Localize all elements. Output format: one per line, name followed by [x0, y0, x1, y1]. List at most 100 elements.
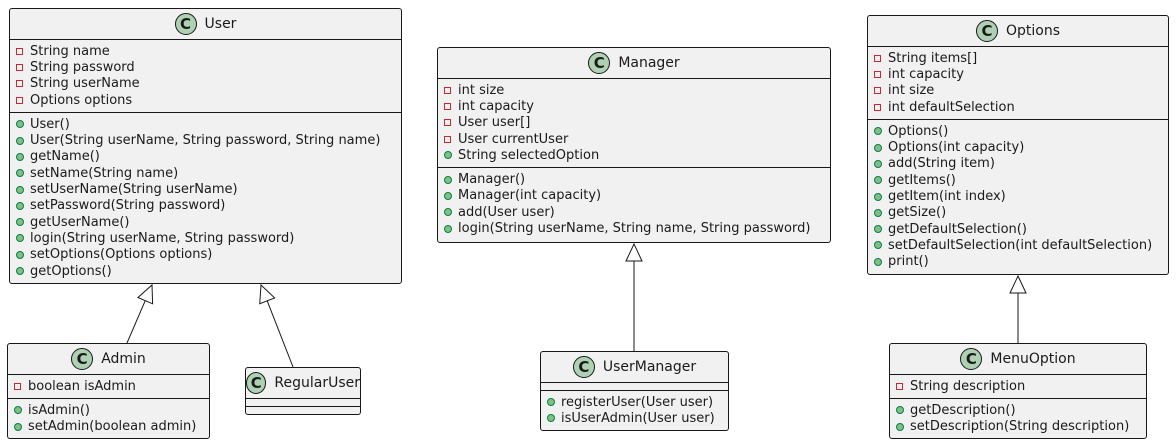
class-stereotype-icon: C: [71, 348, 94, 370]
private-visibility-icon: [874, 87, 888, 95]
field-text: int size: [458, 82, 505, 98]
method-text: login(String userName, String password): [30, 230, 295, 246]
class-field: boolean isAdmin: [8, 378, 209, 394]
class-stereotype-icon: C: [246, 372, 267, 394]
private-visibility-icon: [16, 63, 30, 71]
class-fields-section: [541, 383, 728, 391]
field-text: int capacity: [888, 66, 964, 82]
public-visibility-icon: [547, 414, 561, 423]
inheritance-arrowhead: [1009, 274, 1027, 294]
field-text: String userName: [30, 76, 140, 92]
method-text: setDescription(String description): [910, 419, 1130, 435]
class-method: Manager(): [438, 171, 830, 187]
field-text: int size: [888, 83, 935, 99]
class-method: add(User user): [438, 204, 830, 220]
public-visibility-icon: [16, 169, 30, 178]
method-text: Manager(int capacity): [458, 188, 602, 204]
public-visibility-icon: [444, 151, 458, 160]
class-method: Options(): [868, 123, 1168, 139]
class-field: String userName: [10, 76, 401, 92]
class-methods-section: Options()Options(int capacity)add(String…: [868, 120, 1168, 274]
class-method: registerUser(User user): [541, 394, 728, 410]
public-visibility-icon: [14, 406, 28, 415]
private-visibility-icon: [874, 70, 888, 78]
public-visibility-icon: [16, 136, 30, 145]
public-visibility-icon: [874, 127, 888, 136]
class-method: getDescription(): [890, 402, 1146, 418]
class-method: login(String userName, String name, Stri…: [438, 220, 830, 236]
class-method: getItem(int index): [868, 188, 1168, 204]
field-text: User currentUser: [458, 131, 569, 147]
class-method: add(String item): [868, 156, 1168, 172]
method-text: getItems(): [888, 172, 956, 188]
class-field: String password: [10, 59, 401, 75]
inheritance-line: [126, 300, 146, 344]
field-text: Options options: [30, 92, 133, 108]
class-name: User: [204, 16, 237, 32]
class-fields-section: [246, 399, 360, 407]
field-text: String items[]: [888, 50, 978, 66]
method-text: setPassword(String password): [30, 198, 226, 214]
class-method: print(): [868, 254, 1168, 270]
class-method: Manager(int capacity): [438, 188, 830, 204]
private-visibility-icon: [444, 119, 458, 127]
class-stereotype-icon: C: [572, 356, 595, 378]
method-text: setOptions(Options options): [30, 247, 213, 263]
public-visibility-icon: [874, 143, 888, 152]
class-name: Options: [1005, 23, 1061, 39]
private-visibility-icon: [444, 135, 458, 143]
method-text: login(String userName, String name, Stri…: [458, 221, 811, 237]
class-method: getDefaultSelection(): [868, 221, 1168, 237]
public-visibility-icon: [874, 159, 888, 168]
method-text: User(String userName, String password, S…: [30, 133, 381, 149]
field-text: String name: [30, 43, 110, 59]
class-stereotype-icon: C: [960, 348, 983, 370]
field-text: String password: [30, 59, 135, 75]
method-text: Options(int capacity): [888, 140, 1025, 156]
class-field: int size: [868, 83, 1168, 99]
public-visibility-icon: [16, 120, 30, 129]
public-visibility-icon: [14, 422, 28, 431]
public-visibility-icon: [896, 406, 910, 415]
class-method: getItems(): [868, 172, 1168, 188]
class-method: setUserName(String userName): [10, 181, 401, 197]
class-method: Options(int capacity): [868, 139, 1168, 155]
class-field: String items[]: [868, 50, 1168, 66]
class-fields-section: boolean isAdmin: [8, 375, 209, 400]
class-method: setAdmin(boolean admin): [8, 419, 209, 435]
class-methods-section: User()User(String userName, String passw…: [10, 113, 401, 283]
method-text: setDefaultSelection(int defaultSelection…: [888, 237, 1153, 253]
class-method: setName(String name): [10, 165, 401, 181]
field-text: User user[]: [458, 115, 531, 131]
inheritance-arrowhead: [625, 242, 643, 262]
method-text: getOptions(): [30, 263, 112, 279]
public-visibility-icon: [874, 225, 888, 234]
method-text: Manager(): [458, 172, 526, 188]
field-text: boolean isAdmin: [28, 378, 136, 394]
class-method: login(String userName, String password): [10, 230, 401, 246]
method-text: Options(): [888, 123, 949, 139]
class-header: C RegularUser: [246, 368, 360, 399]
public-visibility-icon: [444, 175, 458, 184]
class-method: isAdmin(): [8, 402, 209, 418]
inheritance-arrowhead: [137, 283, 154, 305]
method-text: getSize(): [888, 205, 947, 221]
class-method: getName(): [10, 149, 401, 165]
method-text: User(): [30, 116, 70, 132]
inheritance-line: [266, 300, 294, 368]
method-text: getItem(int index): [888, 189, 1006, 205]
method-text: getName(): [30, 149, 100, 165]
class-field: User currentUser: [438, 131, 830, 147]
class-name: RegularUser: [274, 375, 360, 391]
class-field: int capacity: [438, 98, 830, 114]
public-visibility-icon: [16, 218, 30, 227]
public-visibility-icon: [874, 241, 888, 250]
